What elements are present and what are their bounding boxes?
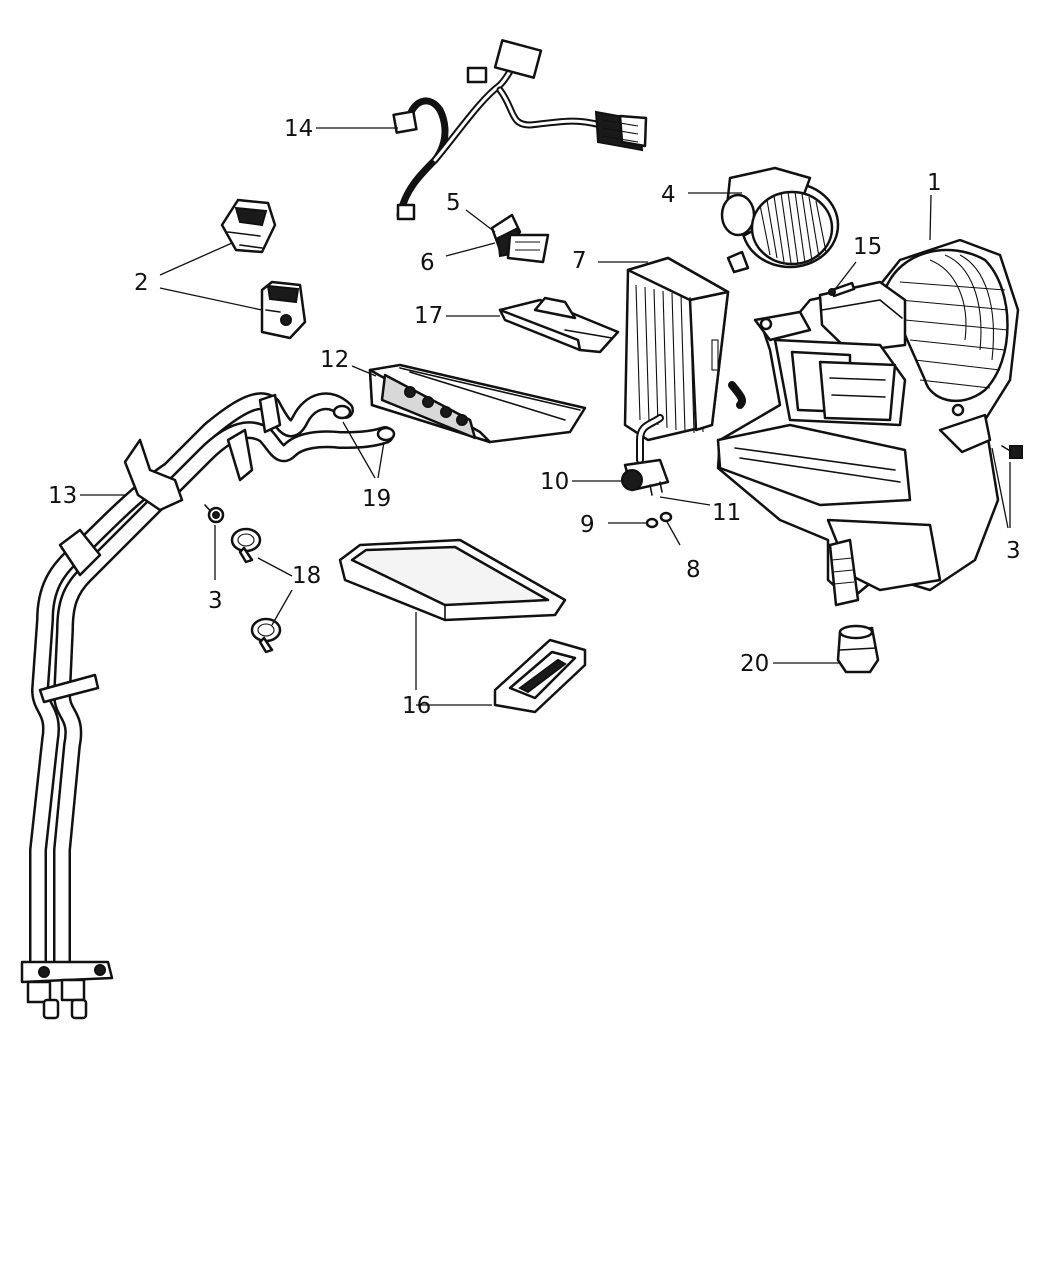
callout-17: 17	[414, 303, 443, 329]
callout-18: 18	[292, 563, 321, 589]
callout-7: 7	[572, 248, 587, 274]
actuator-part	[220, 198, 277, 254]
callout-1: 1	[927, 170, 942, 196]
wiring-harness-part	[392, 39, 648, 221]
callout-3-right: 3	[1006, 538, 1021, 564]
o-ring-part	[645, 517, 659, 529]
hose-clamp-part	[250, 617, 282, 654]
callout-14: 14	[284, 116, 313, 142]
expansion-valve-part	[621, 458, 670, 496]
callout-3-left: 3	[208, 588, 223, 614]
drain-boot-part	[836, 624, 880, 674]
blower-motor-part	[720, 166, 840, 274]
callout-4: 4	[661, 182, 676, 208]
callout-20: 20	[740, 651, 769, 677]
callout-15: 15	[853, 234, 882, 260]
callout-8: 8	[686, 557, 701, 583]
air-filter-part	[338, 538, 567, 622]
callout-12: 12	[320, 347, 349, 373]
callout-9: 9	[580, 512, 595, 538]
callout-10: 10	[540, 469, 569, 495]
screw-part	[828, 281, 856, 298]
screw-part	[1001, 445, 1023, 459]
o-ring-part	[659, 511, 673, 523]
callout-labels: 1 2 3 3 4 5 6 7 8 9 10 11 12 13 14 15 16…	[48, 116, 1021, 719]
hose-clamp-part	[230, 527, 262, 564]
callout-2: 2	[134, 270, 149, 296]
callout-16: 16	[402, 693, 431, 719]
callout-5: 5	[446, 190, 461, 216]
callout-6: 6	[420, 250, 435, 276]
refrigerant-line-part	[20, 392, 396, 1020]
seal-grommet-part	[493, 638, 587, 714]
filter-cover-part	[498, 296, 620, 354]
screw-part	[204, 504, 225, 524]
leader-lines	[80, 127, 1011, 706]
hvac-housing-part	[716, 238, 1020, 607]
callout-11: 11	[712, 500, 741, 526]
evaporator-core-part	[623, 256, 746, 464]
callout-13: 13	[48, 483, 77, 509]
callout-19: 19	[362, 486, 391, 512]
actuator-part	[260, 280, 307, 340]
heater-core-part	[368, 363, 587, 444]
blower-resistor-part	[490, 213, 550, 264]
